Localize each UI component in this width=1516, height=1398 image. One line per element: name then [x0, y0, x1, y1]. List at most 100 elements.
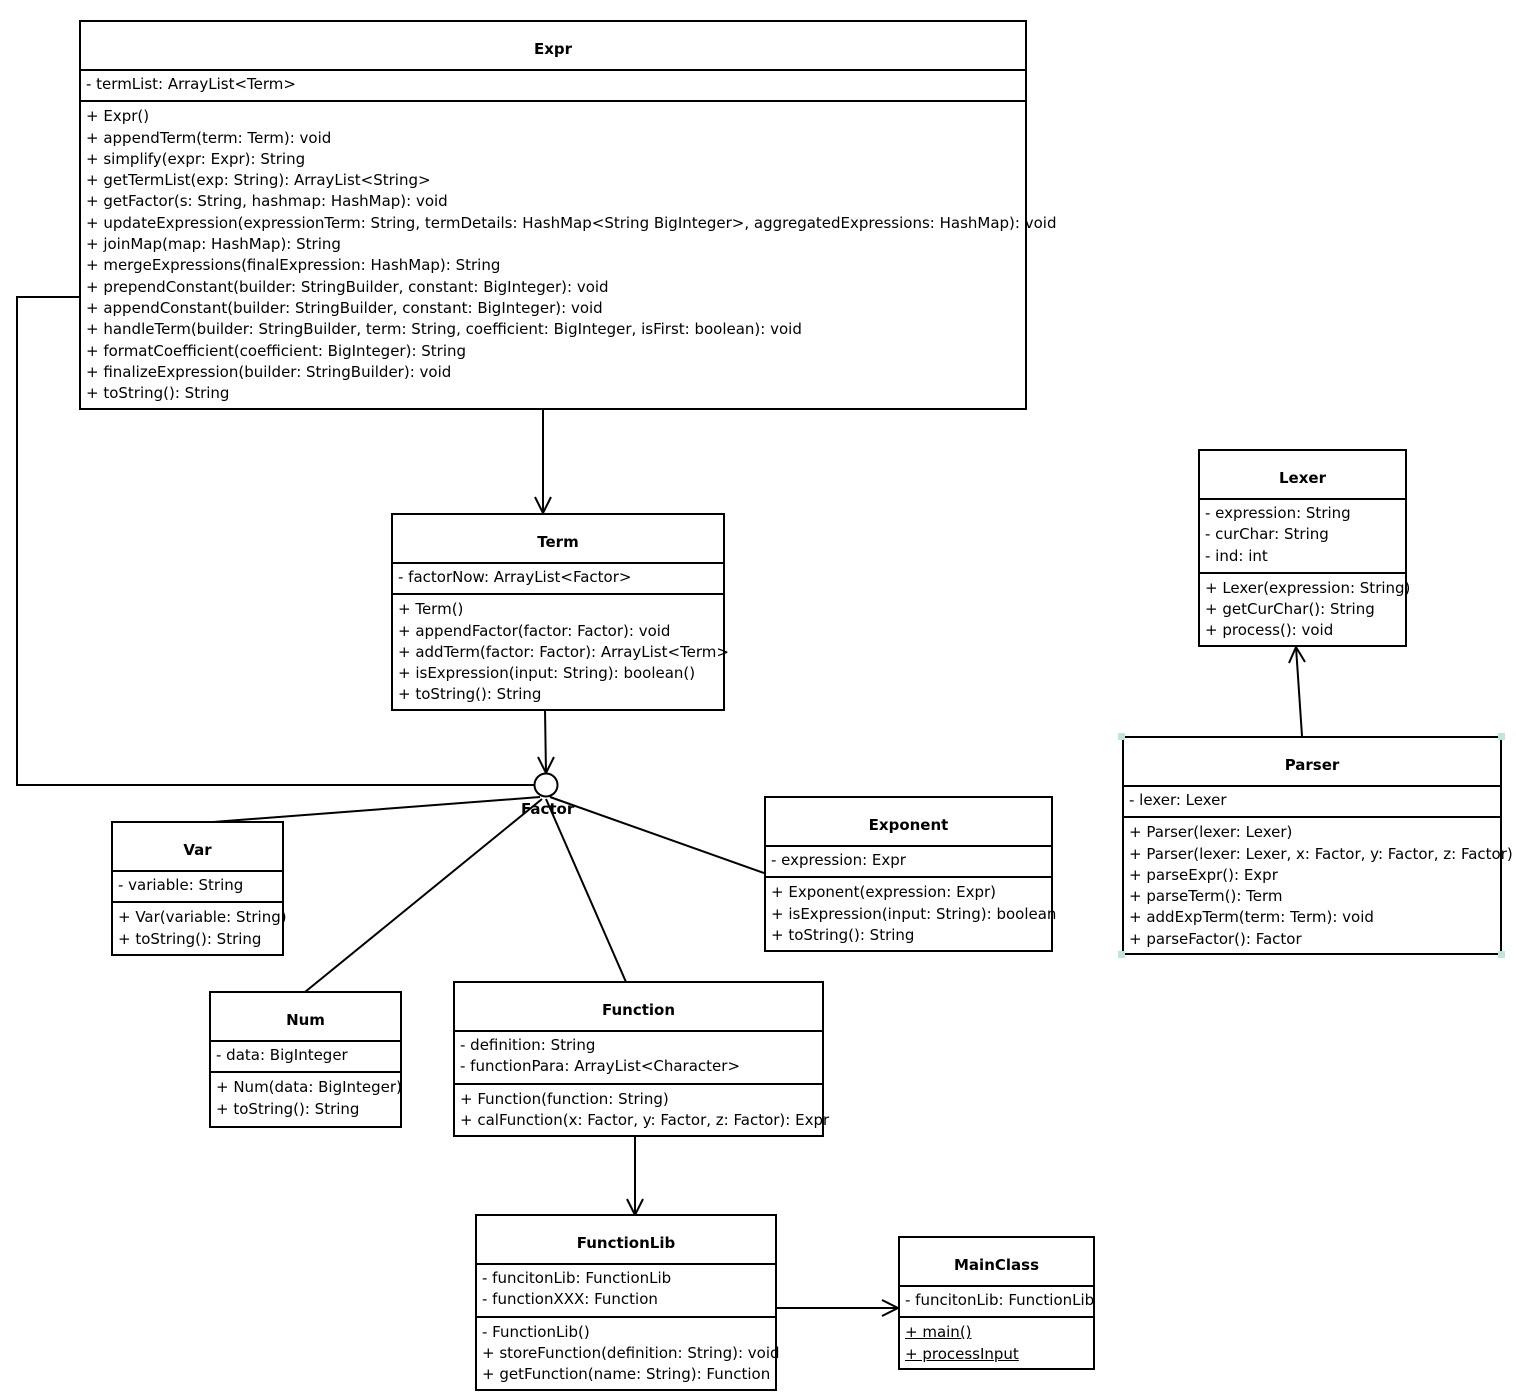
class-mainclass[interactable]: MainClass - funcitonLib: FunctionLib + m…	[898, 1236, 1095, 1370]
operation-row: + addExpTerm(term: Term): void	[1129, 908, 1374, 927]
class-lexer-name: Lexer	[1200, 451, 1405, 500]
operation-row: + storeFunction(definition: String): voi…	[482, 1343, 780, 1362]
attribute-row: - curChar: String	[1205, 525, 1329, 544]
operation-row: + processInput	[905, 1344, 1019, 1363]
class-term[interactable]: Term - factorNow: ArrayList<Factor> + Te…	[391, 513, 729, 711]
operation-row: + Parser(lexer: Lexer)	[1129, 823, 1293, 842]
attribute-row: - variable: String	[118, 876, 244, 894]
class-parser-name: Parser	[1124, 738, 1500, 787]
operation-row: + mergeExpressions(finalExpression: Hash…	[86, 256, 501, 275]
class-parser-attributes: - lexer: Lexer	[1124, 787, 1500, 819]
operation-row: + getCurChar(): String	[1205, 600, 1375, 619]
operation-row: + toString(): String	[771, 925, 915, 944]
operation-row: - FunctionLib()	[482, 1322, 590, 1341]
selection-handle-tl[interactable]	[1118, 733, 1125, 740]
edge-parser-lexer	[1295, 646, 1303, 737]
attribute-row: - ind: int	[1205, 546, 1268, 565]
selection-handle-tr[interactable]	[1498, 733, 1505, 740]
operation-row: + joinMap(map: HashMap): String	[86, 235, 341, 254]
operation-row: + getTermList(exp: String): ArrayList<St…	[86, 171, 431, 190]
operation-row: + Expr()	[86, 107, 150, 126]
attribute-row: - data: BigInteger	[216, 1046, 348, 1064]
class-mainclass-attributes: - funcitonLib: FunctionLib	[900, 1287, 1095, 1319]
operation-row: + addTerm(factor: Factor): ArrayList<Ter…	[398, 642, 729, 661]
class-var-name: Var	[113, 823, 282, 872]
class-var-attributes: - variable: String	[113, 872, 282, 904]
operation-row: + process(): void	[1205, 621, 1334, 640]
operation-row: + getFunction(name: String): Function	[482, 1365, 771, 1384]
selection-handle-bl[interactable]	[1118, 951, 1125, 958]
class-function-attributes: - definition: String - functionPara: Arra…	[455, 1032, 822, 1085]
class-parser-operations: + Parser(lexer: Lexer) + Parser(lexer: Le…	[1124, 818, 1513, 954]
class-mainclass-operations: + main() + processInput	[900, 1318, 1093, 1369]
attribute-row: - definition: String	[460, 1036, 596, 1054]
operation-row: + parseTerm(): Term	[1129, 887, 1283, 906]
operation-row: + appendTerm(term: Term): void	[86, 128, 332, 147]
attribute-row: - functionPara: ArrayList<Character>	[460, 1057, 741, 1076]
operation-row: + toString(): String	[216, 1099, 360, 1118]
class-parser[interactable]: Parser - lexer: Lexer + Parser(lexer: Le…	[1122, 736, 1513, 955]
operation-row: + handleTerm(builder: StringBuilder, ter…	[86, 320, 802, 339]
operation-row: + formatCoefficient(coefficient: BigInte…	[86, 341, 467, 360]
class-expr-attributes: - termList: ArrayList<Term>	[81, 71, 1025, 103]
class-functionlib-operations: - FunctionLib() + storeFunction(definitio…	[477, 1318, 780, 1390]
attribute-row: - factorNow: ArrayList<Factor>	[398, 568, 632, 586]
operation-row: + Term()	[398, 600, 464, 619]
class-lexer-attributes: - expression: String - curChar: String - i…	[1200, 500, 1405, 574]
class-exponent-operations: + Exponent(expression: Expr) + isExpressi…	[766, 878, 1057, 950]
class-mainclass-name: MainClass	[900, 1238, 1093, 1287]
class-var-operations: + Var(variable: String)+ toString(): Str…	[113, 903, 287, 954]
edge-num-factor	[304, 798, 543, 993]
arrowhead-lexer	[1288, 644, 1306, 664]
operation-row: + prependConstant(builder: StringBuilder…	[86, 277, 609, 296]
class-num[interactable]: Num - data: BigInteger + Num(data: BigIn…	[209, 991, 402, 1128]
class-functionlib[interactable]: FunctionLib - funcitonLib: FunctionLib- …	[475, 1214, 780, 1391]
operation-row: + isExpression(input: String): boolean	[771, 904, 1057, 923]
class-lexer-operations: + Lexer(expression: String) + getCurChar(…	[1200, 574, 1411, 646]
operation-row: + toString(): String	[86, 384, 230, 403]
attribute-row: - lexer: Lexer	[1129, 791, 1227, 809]
operation-row: + toString(): String	[118, 929, 262, 948]
operation-row: + finalizeExpression(builder: StringBuil…	[86, 362, 452, 381]
attribute-row: - termList: ArrayList<Term>	[86, 75, 296, 93]
operation-row: + getFactor(s: String, hashmap: HashMap)…	[86, 192, 448, 211]
operation-row: + Exponent(expression: Expr)	[771, 883, 996, 902]
class-lexer[interactable]: Lexer - expression: String - curChar: Str…	[1198, 449, 1411, 647]
class-exponent-name: Exponent	[766, 798, 1051, 847]
class-exponent-attributes: - expression: Expr	[766, 847, 1051, 879]
attribute-row: - expression: Expr	[771, 851, 906, 869]
edge-expr-factor	[16, 296, 534, 786]
operation-row: + Num(data: BigInteger)	[216, 1078, 402, 1097]
edge-var-factor	[212, 796, 541, 823]
attribute-row: - funcitonLib: FunctionLib	[905, 1291, 1095, 1309]
class-expr[interactable]: Expr - termList: ArrayList<Term> + Expr(…	[79, 20, 1057, 410]
class-expr-name: Expr	[81, 22, 1025, 71]
edge-exponent-factor	[549, 796, 765, 874]
selection-handle-br[interactable]	[1498, 951, 1505, 958]
operation-row: + Parser(lexer: Lexer, x: Factor, y: Fac…	[1129, 844, 1513, 863]
class-functionlib-name: FunctionLib	[477, 1216, 775, 1265]
class-var[interactable]: Var - variable: String + Var(variable: S…	[111, 821, 287, 956]
operation-row: + updateExpression(expressionTerm: Strin…	[86, 213, 1057, 232]
class-function-name: Function	[455, 983, 822, 1032]
operation-row: + parseExpr(): Expr	[1129, 865, 1278, 884]
class-function[interactable]: Function - definition: String - functionP…	[453, 981, 830, 1137]
class-term-name: Term	[393, 515, 723, 564]
factor-interface-circle[interactable]	[533, 772, 559, 798]
operation-row: + Function(function: String)	[460, 1089, 669, 1108]
class-exponent[interactable]: Exponent - expression: Expr + Exponent(e…	[764, 796, 1057, 952]
class-num-name: Num	[211, 993, 400, 1042]
operation-row: + isExpression(input: String): boolean()	[398, 664, 696, 683]
attribute-row: - functionXXX: Function	[482, 1290, 658, 1309]
operation-row: + Lexer(expression: String)	[1205, 578, 1411, 597]
class-function-operations: + Function(function: String) + calFunctio…	[455, 1085, 830, 1136]
attribute-row: - expression: String	[1205, 504, 1351, 522]
class-num-attributes: - data: BigInteger	[211, 1042, 400, 1074]
operation-row: + calFunction(x: Factor, y: Factor, z: F…	[460, 1110, 830, 1129]
class-term-operations: + Term()+ appendFactor(factor: Factor): …	[393, 595, 729, 709]
class-expr-operations: + Expr() + appendTerm(term: Term): void + …	[81, 102, 1057, 408]
operation-row: + parseFactor(): Factor	[1129, 929, 1302, 948]
class-num-operations: + Num(data: BigInteger) + toString(): Str…	[211, 1073, 402, 1124]
operation-row: + main()	[905, 1323, 972, 1342]
